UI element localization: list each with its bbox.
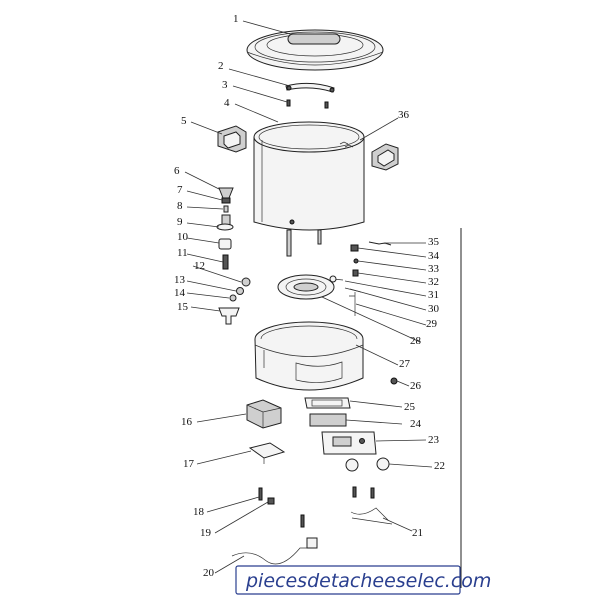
part-label-35: 35	[428, 236, 440, 248]
control-panel-part	[321, 431, 377, 455]
part-label-31: 31	[428, 289, 439, 301]
part-label-9: 9	[177, 216, 183, 228]
left-side-handle-part	[217, 125, 247, 153]
part-label-14: 14	[174, 287, 186, 299]
part-label-12: 12	[194, 260, 205, 272]
part-label-20: 20	[203, 567, 215, 579]
part-label-29: 29	[426, 318, 438, 330]
bracket-part	[248, 442, 286, 464]
relay-block-part	[246, 399, 282, 429]
part-label-26: 26	[410, 380, 422, 392]
part-label-16: 16	[181, 416, 193, 428]
control-board-part	[309, 413, 347, 427]
part-label-3: 3	[222, 79, 228, 91]
lid-part	[246, 29, 384, 71]
heating-plate-part	[277, 274, 335, 300]
part-label-4: 4	[224, 97, 230, 109]
website-watermark: piecesdetacheeselec.com	[235, 565, 491, 595]
part-label-25: 25	[404, 401, 416, 413]
part-label-36: 36	[398, 109, 410, 121]
foot-screw-part	[390, 377, 398, 385]
valve-stack-part	[216, 187, 251, 325]
handle-bar-part	[285, 82, 335, 93]
part-label-10: 10	[177, 231, 189, 243]
part-label-1: 1	[233, 13, 239, 25]
part-number-labels: 1234567891011121314151617181920212223242…	[174, 13, 445, 579]
part-label-17: 17	[183, 458, 195, 470]
part-label-33: 33	[428, 263, 440, 275]
part-label-27: 27	[399, 358, 411, 370]
part-label-11: 11	[177, 247, 188, 259]
part-label-32: 32	[428, 276, 439, 288]
sensor-parts	[329, 241, 392, 316]
right-side-handle-part	[371, 143, 399, 171]
part-label-19: 19	[200, 527, 212, 539]
part-label-18: 18	[193, 506, 205, 518]
panel-frame-part	[304, 397, 351, 409]
part-label-22: 22	[434, 460, 445, 472]
part-label-30: 30	[428, 303, 440, 315]
part-label-2: 2	[218, 60, 224, 72]
part-label-13: 13	[174, 274, 186, 286]
watermark-text: piecesdetacheeselec.com	[245, 570, 491, 592]
handle-screws-part	[286, 99, 329, 109]
leader-lines	[184, 20, 433, 574]
part-label-6: 6	[174, 165, 180, 177]
knobs-part	[345, 457, 390, 472]
part-label-23: 23	[428, 434, 440, 446]
part-label-24: 24	[410, 418, 422, 430]
part-label-21: 21	[412, 527, 423, 539]
part-label-15: 15	[177, 301, 189, 313]
part-label-28: 28	[410, 335, 422, 347]
part-label-8: 8	[177, 200, 183, 212]
base-housing-part	[254, 321, 364, 391]
part-label-5: 5	[181, 115, 187, 127]
part-label-7: 7	[177, 184, 183, 196]
screws-and-cord-part	[231, 486, 393, 565]
part-label-34: 34	[428, 250, 440, 262]
main-body-part	[253, 121, 365, 257]
